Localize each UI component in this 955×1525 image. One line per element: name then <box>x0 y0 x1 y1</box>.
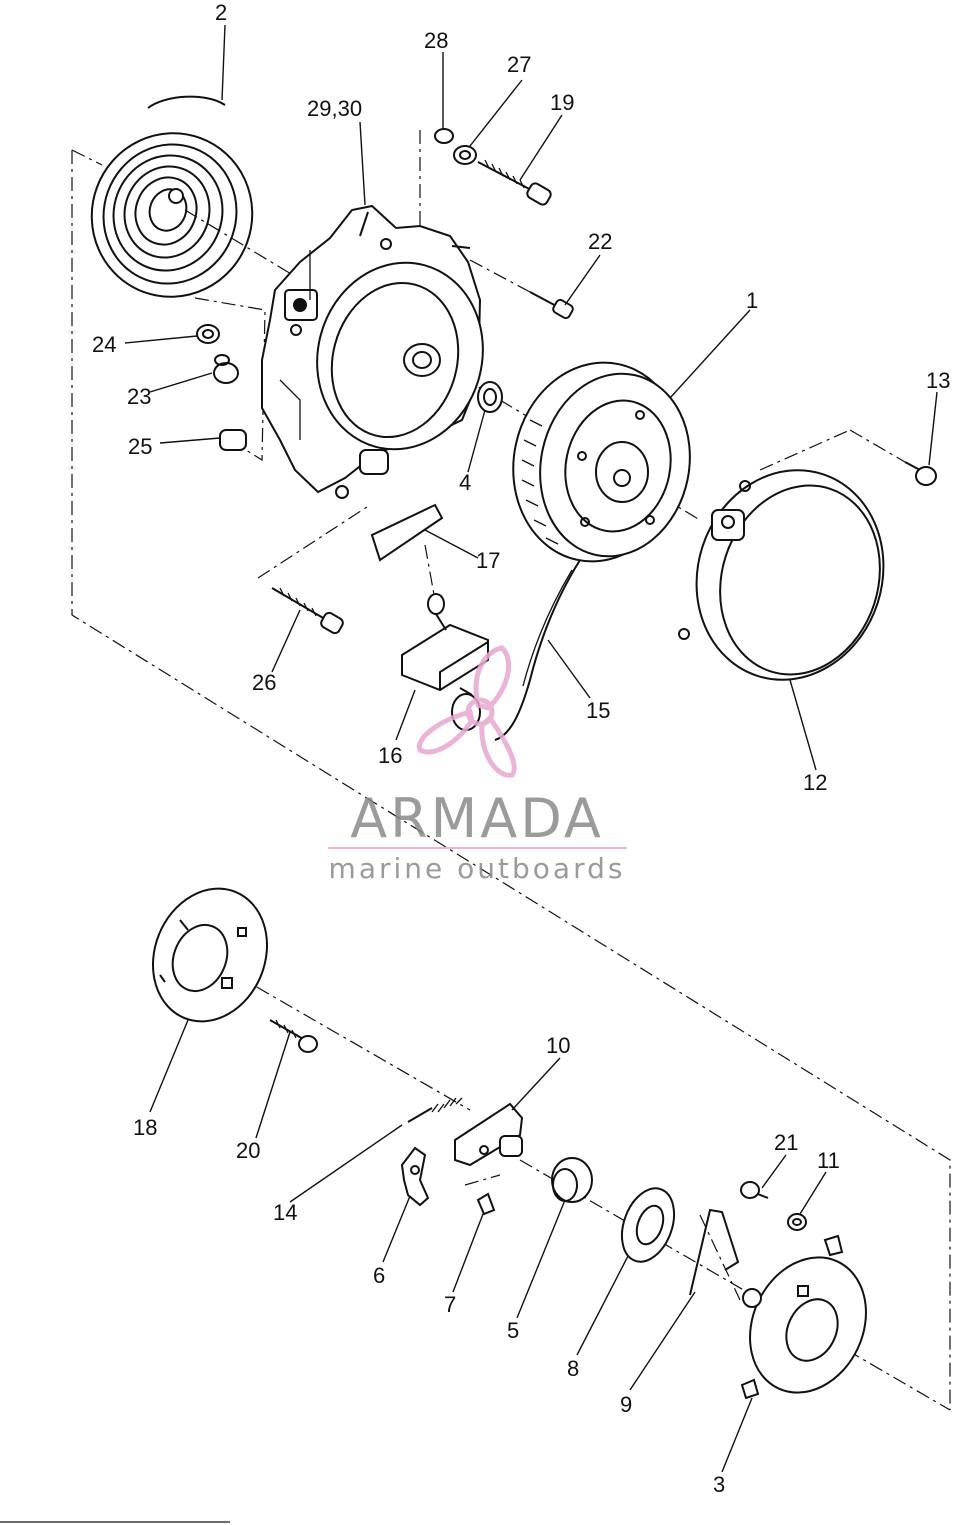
fastener-24 <box>196 324 220 344</box>
callout-20: 20 <box>236 1138 260 1163</box>
collar-5 <box>551 1157 593 1203</box>
ratchet-plate-part <box>151 887 269 1023</box>
callout-11: 11 <box>817 1148 840 1173</box>
callout-17: 17 <box>476 548 500 573</box>
propeller-logo-icon <box>416 645 517 778</box>
watermark-tagline: marine outboards <box>329 852 626 885</box>
callout-28: 28 <box>424 28 448 53</box>
callout-2: 2 <box>215 0 227 25</box>
callout-3: 3 <box>713 1472 725 1497</box>
leader-lines <box>124 24 938 1473</box>
callout-labels: 2 28 27 19 29,30 22 1 13 24 23 4 25 17 1… <box>92 0 950 1497</box>
flange-plate-3 <box>740 1234 867 1400</box>
callout-1: 1 <box>746 288 758 313</box>
callout-22: 22 <box>588 229 612 254</box>
callout-25: 25 <box>128 434 152 459</box>
callout-19: 19 <box>550 90 574 115</box>
callout-12: 12 <box>803 770 827 795</box>
fastener-13 <box>904 461 937 486</box>
pawl-6 <box>400 1146 430 1207</box>
pin-7 <box>476 1192 496 1216</box>
callout-10: 10 <box>546 1033 570 1058</box>
washer-11 <box>787 1213 807 1231</box>
washer-8 <box>620 1187 676 1263</box>
starter-handle-part <box>401 593 489 731</box>
callout-9: 9 <box>620 1392 632 1417</box>
callout-6: 6 <box>373 1263 385 1288</box>
decal-part <box>370 503 444 562</box>
callout-8: 8 <box>567 1356 579 1381</box>
callout-14: 14 <box>273 1200 297 1225</box>
fastener-23 <box>213 354 239 384</box>
callout-23: 23 <box>127 384 151 409</box>
callout-15: 15 <box>586 698 610 723</box>
fastener-26 <box>271 587 344 635</box>
callout-27: 27 <box>507 52 531 77</box>
starter-rope-part <box>494 559 581 741</box>
starter-housing-part <box>261 204 484 499</box>
callout-16: 16 <box>378 743 402 768</box>
callout-7: 7 <box>444 1292 456 1317</box>
callout-4: 4 <box>459 470 471 495</box>
callout-21: 21 <box>774 1130 798 1155</box>
callout-5: 5 <box>507 1318 519 1343</box>
recoil-spring-part <box>90 95 254 298</box>
fastener-20 <box>269 1019 318 1053</box>
spring-14 <box>407 1097 463 1123</box>
fastener-22 <box>529 291 574 320</box>
callout-13: 13 <box>926 368 950 393</box>
callout-29-30: 29,30 <box>307 96 362 121</box>
pulley-part <box>512 361 691 563</box>
cover-part <box>678 469 885 681</box>
watermark-brand: ARMADA <box>350 787 604 850</box>
lever-10 <box>454 1102 524 1167</box>
spring-wire-9 <box>689 1208 740 1296</box>
callout-18: 18 <box>133 1115 157 1140</box>
callout-26: 26 <box>252 670 276 695</box>
watermark: ARMADA marine outboards <box>328 645 627 885</box>
fastener-19 <box>477 159 552 206</box>
fastener-27 <box>453 145 477 165</box>
callout-24: 24 <box>92 332 116 357</box>
bushing-4 <box>477 381 503 413</box>
fastener-21 <box>740 1181 769 1199</box>
fastener-25 <box>219 429 247 451</box>
fastener-28 <box>434 128 454 144</box>
